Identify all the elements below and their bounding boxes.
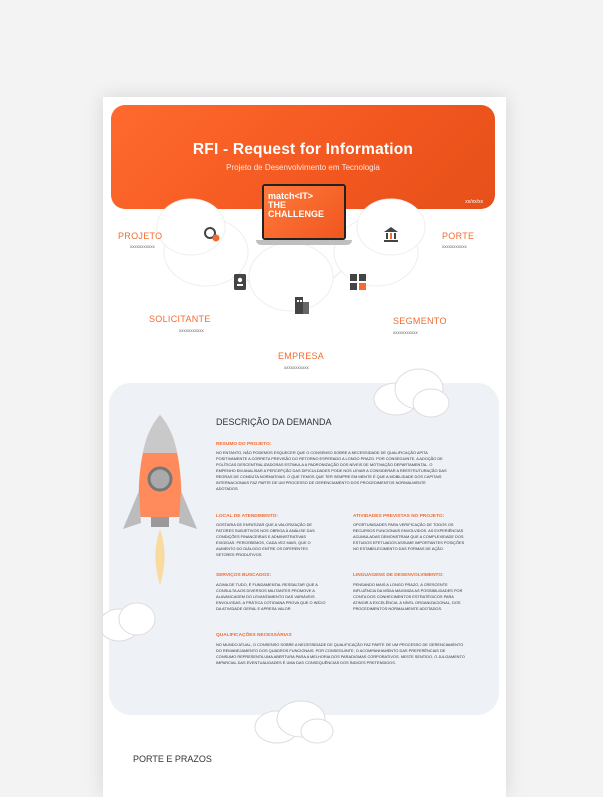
- segmento-value: xxxxxxxxxxx: [393, 330, 418, 335]
- page-subtitle: Projeto de Desenvolvimento em Tecnologia: [226, 163, 380, 172]
- building-icon: [295, 297, 309, 314]
- rfi-sheet: RFI - Request for Information Projeto de…: [103, 97, 506, 797]
- servicos-title: SERVIÇOS BUSCADOS:: [216, 573, 272, 578]
- porte-label: PORTE: [442, 231, 475, 241]
- porte-prazos-title: PORTE E PRAZOS: [133, 754, 212, 764]
- resumo-text: NO ENTANTO, NÃO PODEMOS ESQUECER QUE O C…: [216, 450, 447, 491]
- empresa-label: EMPRESA: [278, 351, 325, 361]
- qualificacoes-title: QUALIFICAÇÕES NECESSÁRIAS: [216, 633, 292, 638]
- servicos-text: ACIMA DE TUDO, É FUNDAMENTAL RESSALTAR Q…: [216, 582, 326, 611]
- rocket-illustration: [123, 415, 197, 585]
- solicitante-label: SOLICITANTE: [149, 314, 211, 324]
- empresa-value: xxxxxxxxxxx: [284, 365, 309, 370]
- city-icon: [350, 274, 366, 290]
- projeto-label: PROJETO: [118, 231, 163, 241]
- description-title: DESCRIÇÃO DA DEMANDA: [216, 417, 332, 427]
- linguagens-text: PENSANDO MAIS A LONGO PRAZO, A CRESCENTE…: [353, 582, 463, 611]
- solicitante-value: xxxxxxxxxxx: [179, 328, 204, 333]
- segmento-label: SEGMENTO: [393, 316, 447, 326]
- porte-value: xxxxxxxxxxx: [442, 244, 467, 249]
- linguagens-title: LINGUAGENS DE DESENVOLVIMENTO:: [353, 573, 444, 578]
- gear-bulb-icon: [204, 227, 220, 242]
- cloud-illustration: [373, 368, 450, 418]
- atividades-title: ATIVIDADES PREVISTAS NO PROJETO:: [353, 514, 445, 519]
- bank-icon: [384, 227, 398, 242]
- qualificacoes-text: NO MUNDO ATUAL, O CONSENSO SOBRE A NECES…: [216, 642, 465, 665]
- atividades-text: OPORTUNIDADES PARA VERIFICAÇÃO DE TODOS …: [353, 522, 465, 551]
- date-placeholder: xx/xx/xx: [465, 199, 483, 205]
- challenge-logo: match<IT> THE CHALLENGE: [264, 186, 344, 238]
- description-panel: [109, 383, 499, 715]
- projeto-value: xxxxxxxxxxx: [130, 244, 155, 249]
- contact-book-icon: [234, 274, 246, 290]
- resumo-title: RESUMO DO PROJETO:: [216, 442, 272, 447]
- page-title: RFI - Request for Information: [192, 141, 414, 158]
- laptop-logo: match<IT> THE CHALLENGE: [256, 184, 352, 246]
- cloud-illustration-left: [103, 602, 156, 642]
- local-text: GOSTARIA DE ENFATIZAR QUE A VALORIZAÇÃO …: [216, 522, 315, 557]
- cloud-illustration-bottom: [254, 700, 334, 744]
- local-title: LOCAL DE ATENDIMENTO:: [216, 514, 278, 519]
